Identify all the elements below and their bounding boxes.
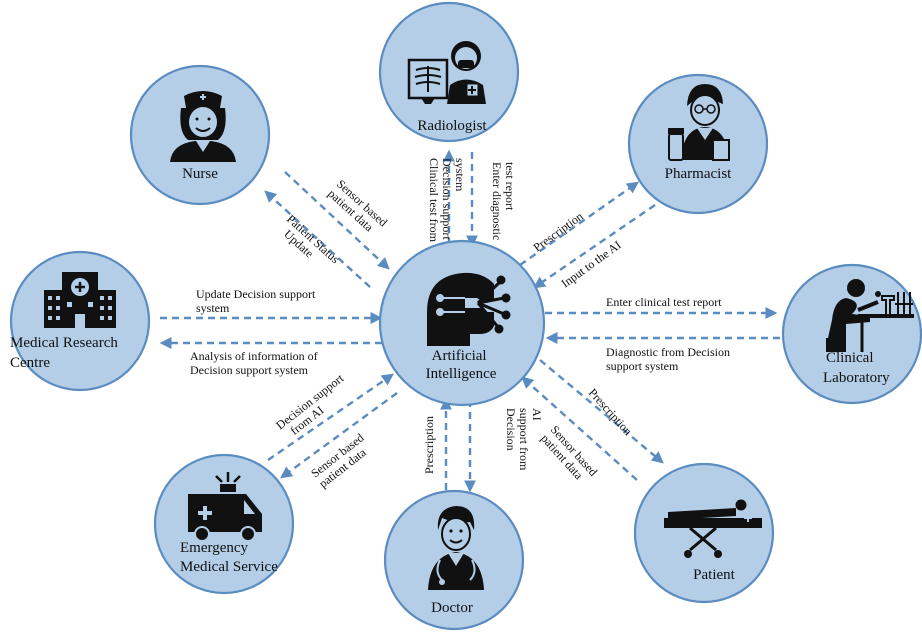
lab-technician-icon bbox=[826, 279, 914, 352]
lab-label-line2: Laboratory bbox=[823, 370, 890, 386]
label-radiologist-down: Enter diagnostic test report bbox=[490, 162, 517, 243]
node-radiologist: Radiologist bbox=[378, 1, 520, 143]
svg-text:Artificial Intelligence: Artificial Intelligence bbox=[426, 348, 497, 382]
lab-label-line1: Clinical bbox=[826, 350, 874, 366]
ai-label-line1: Artificial bbox=[432, 348, 487, 364]
node-medical-research-centre: Medical Research Centre bbox=[9, 250, 151, 392]
label-doctor-down: Decision support from AI bbox=[504, 408, 544, 473]
label-nurse-out: Sensor based patient data bbox=[325, 177, 392, 241]
label-lab-out: Diagnostic from Decision support system bbox=[606, 345, 733, 373]
research-label-line1: Medical Research bbox=[10, 335, 118, 351]
label-patient-in: Sensor based patient data bbox=[538, 423, 602, 490]
svg-text:Emergency Medical Servic: Emergency Medical Service bbox=[180, 540, 278, 575]
label-pharmacist-in: Input to the AI bbox=[559, 238, 624, 291]
label-ems-in: Sensor based patient data bbox=[308, 429, 377, 491]
node-doctor: Doctor bbox=[383, 489, 525, 631]
label-research-in: Update Decision support system bbox=[196, 287, 318, 315]
node-patient: Patient bbox=[633, 462, 775, 604]
nurse-label: Nurse bbox=[182, 166, 218, 182]
ambulance-icon bbox=[188, 472, 262, 542]
svg-text:Medical Research Centre: Medical Research Centre bbox=[10, 335, 122, 371]
ai-label-line2: Intelligence bbox=[426, 366, 497, 382]
label-radiologist-up: Clinical test from Decision support syst… bbox=[427, 158, 467, 245]
ems-label-line2: Medical Service bbox=[180, 559, 278, 575]
label-doctor-up: Prescription bbox=[422, 416, 436, 474]
node-emergency-medical-service: Emergency Medical Service bbox=[153, 453, 295, 595]
arrow-ai-to-patient bbox=[539, 359, 664, 464]
label-nurse-in: Patient Status Update bbox=[275, 212, 344, 278]
arrows bbox=[159, 149, 780, 493]
radiologist-label: Radiologist bbox=[417, 118, 487, 134]
nurse-icon bbox=[170, 91, 236, 162]
ai-head-icon bbox=[427, 272, 511, 346]
label-lab-in: Enter clinical test report bbox=[606, 295, 722, 309]
ems-label-line1: Emergency bbox=[180, 540, 249, 556]
pharmacist-label: Pharmacist bbox=[665, 166, 732, 182]
radiologist-icon bbox=[407, 41, 486, 104]
svg-text:Clinical Laboratory: Clinical Laboratory bbox=[823, 350, 890, 386]
node-pharmacist: Pharmacist bbox=[627, 73, 769, 215]
arrow-patient-to-ai bbox=[521, 376, 638, 481]
node-nurse: Nurse bbox=[129, 64, 271, 206]
hospital-building-icon bbox=[44, 272, 116, 328]
doctor-label: Doctor bbox=[431, 600, 473, 616]
pharmacist-icon bbox=[668, 84, 730, 161]
arrow-ems-to-ai bbox=[267, 373, 394, 461]
research-label-line2: Centre bbox=[10, 355, 50, 371]
node-clinical-laboratory: Clinical Laboratory bbox=[781, 263, 922, 405]
label-research-out: Analysis of information of Decision supp… bbox=[190, 349, 321, 377]
patient-label: Patient bbox=[693, 567, 735, 583]
label-pharmacist-out: Prescription bbox=[531, 209, 586, 254]
arrow-pharmacist-to-ai bbox=[533, 204, 656, 289]
doctor-icon bbox=[428, 506, 484, 590]
node-artificial-intelligence: Artificial Intelligence bbox=[378, 239, 546, 407]
patient-stretcher-icon bbox=[664, 499, 762, 558]
label-patient-out: Prescription bbox=[586, 386, 635, 438]
